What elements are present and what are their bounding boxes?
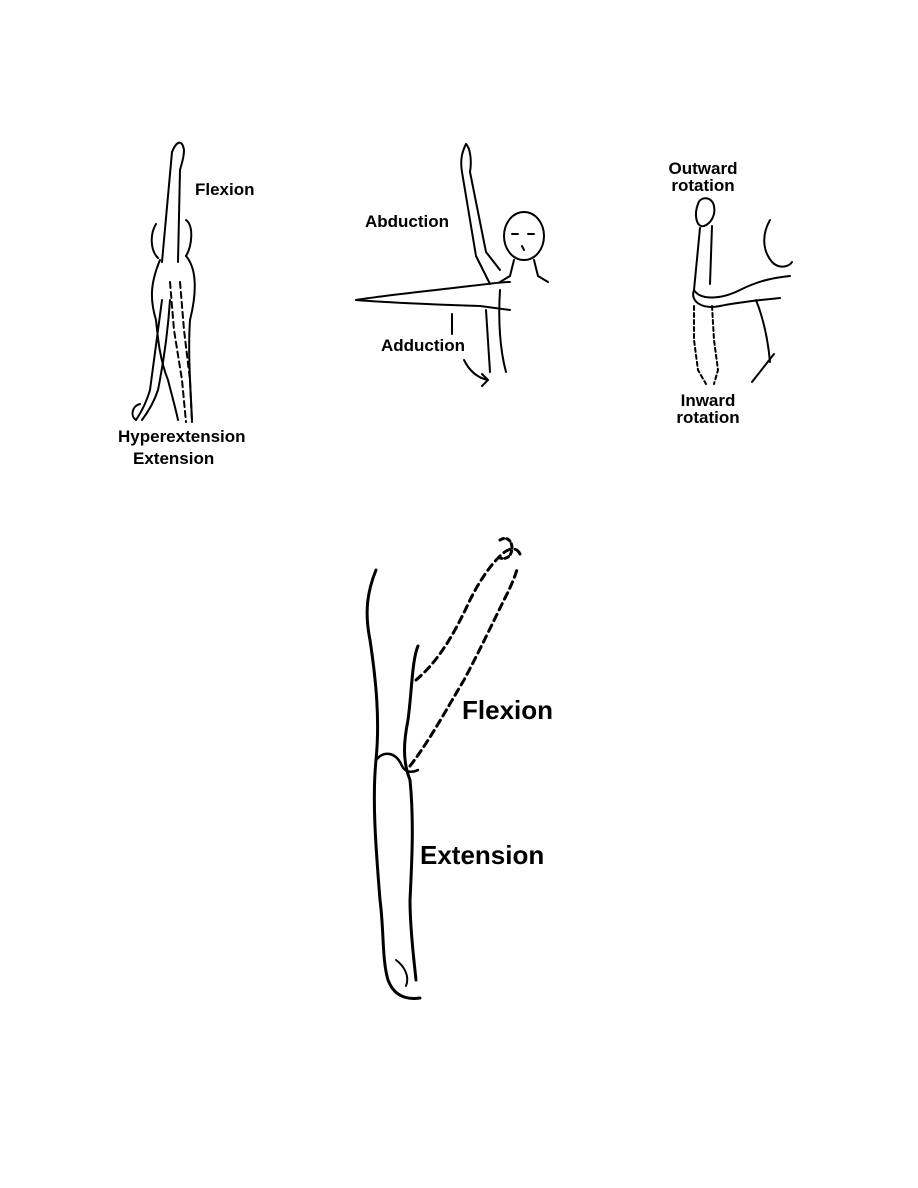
outward-rotation-line2: rotation xyxy=(671,176,735,195)
outward-rotation-line1: Outward xyxy=(668,159,738,178)
inward-rotation-label: Inward rotation xyxy=(664,392,752,426)
elbow-flexion-label: Flexion xyxy=(462,695,554,725)
shoulder-rotation-figure xyxy=(692,197,793,385)
shoulder-flexion-figure xyxy=(131,141,196,423)
elbow-extension-label: Extension xyxy=(420,840,545,870)
adduction-label: Adduction xyxy=(381,336,466,355)
elbow-flexion-figure xyxy=(365,536,522,1000)
shoulder-abduction-figure xyxy=(355,143,549,387)
outward-rotation-label: Outward rotation xyxy=(658,160,748,194)
shoulder-hyperextension-label: Hyperextension xyxy=(118,427,246,446)
abduction-label: Abduction xyxy=(365,212,450,231)
inward-rotation-line2: rotation xyxy=(676,408,740,427)
inward-rotation-line1: Inward xyxy=(680,391,736,410)
shoulder-extension-label: Extension xyxy=(133,449,215,468)
shoulder-flexion-label: Flexion xyxy=(195,180,255,199)
